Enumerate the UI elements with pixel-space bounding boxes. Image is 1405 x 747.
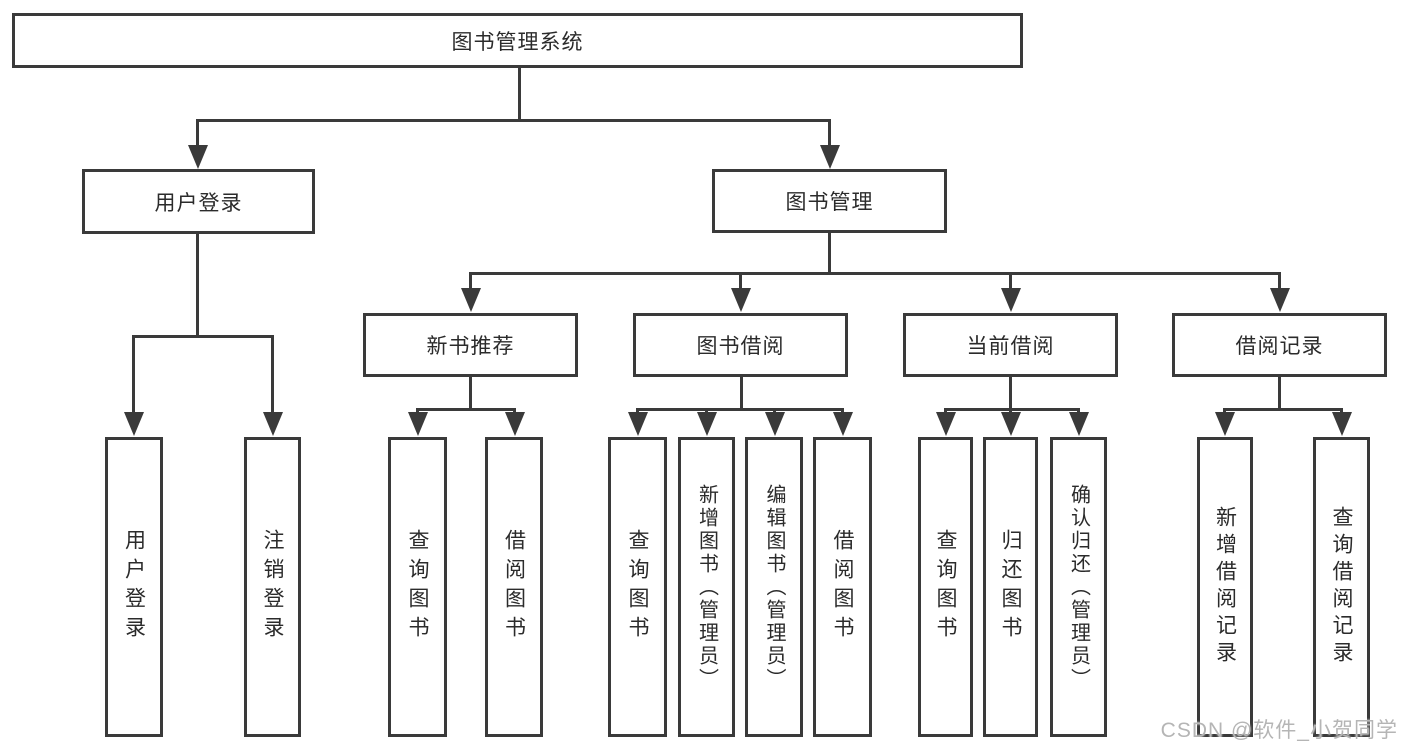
leaf-user-login: 用户登录 <box>105 437 163 737</box>
arrow-to-cb-confirm-icon <box>1069 412 1089 436</box>
connector-current-borrowing-branch <box>944 408 1080 411</box>
arrow-to-book-management-icon <box>820 145 840 169</box>
arrow-to-current-borrowing-icon <box>1001 288 1021 312</box>
connector-book-management-down <box>828 233 831 272</box>
leaf-cb-query-books: 查询图书 <box>918 437 973 737</box>
node-user-login: 用户登录 <box>82 169 315 234</box>
arrow-to-bb-add-icon <box>697 412 717 436</box>
arrow-to-bb-edit-icon <box>765 412 785 436</box>
connector-leaf-user-login-stem <box>132 335 135 412</box>
connector-book-management-stem <box>828 119 831 147</box>
connector-borrowing-records-branch <box>1223 408 1343 411</box>
csdn-watermark: CSDN @软件_小贺同学 <box>1160 719 1398 742</box>
leaf-logout: 注销登录 <box>244 437 301 737</box>
arrow-to-nb-query-icon <box>408 412 428 436</box>
connector-leaf-logout-stem <box>271 335 274 412</box>
leaf-cb-return-books: 归还图书 <box>983 437 1038 737</box>
connector-borrowing-records-stem <box>1278 272 1281 289</box>
leaf-bb-borrow-books: 借阅图书 <box>813 437 872 737</box>
leaf-cb-confirm-return-admin: 确认归还（管理员） <box>1050 437 1107 737</box>
arrow-to-nb-borrow-icon <box>505 412 525 436</box>
node-new-book-recommendation: 新书推荐 <box>363 313 578 377</box>
connector-current-borrowing-down <box>1009 377 1012 408</box>
arrow-to-br-query-icon <box>1332 412 1352 436</box>
connector-current-borrowing-stem <box>1009 272 1012 289</box>
leaf-br-query-record: 查询借阅记录 <box>1313 437 1370 737</box>
arrow-to-cb-query-icon <box>936 412 956 436</box>
arrow-to-book-borrowing-icon <box>731 288 751 312</box>
connector-level3-branch <box>469 272 1281 275</box>
connector-user-login-branch <box>133 335 274 338</box>
connector-user-login-down <box>196 234 199 335</box>
node-book-borrowing: 图书借阅 <box>633 313 848 377</box>
leaf-bb-add-books-admin: 新增图书（管理员） <box>678 437 735 737</box>
connector-root-branch <box>197 119 831 122</box>
node-book-management: 图书管理 <box>712 169 947 233</box>
connector-user-login-stem <box>196 119 199 147</box>
connector-new-book-down <box>469 377 472 408</box>
node-library-management-system: 图书管理系统 <box>12 13 1023 68</box>
node-current-borrowing: 当前借阅 <box>903 313 1118 377</box>
arrow-to-bb-borrow-icon <box>833 412 853 436</box>
connector-book-borrowing-down <box>740 377 743 408</box>
arrow-to-bb-query-icon <box>628 412 648 436</box>
leaf-nb-query-books: 查询图书 <box>388 437 447 737</box>
node-borrowing-records: 借阅记录 <box>1172 313 1387 377</box>
arrow-to-br-add-icon <box>1215 412 1235 436</box>
arrow-to-borrowing-records-icon <box>1270 288 1290 312</box>
connector-root-stem <box>518 68 521 119</box>
connector-book-borrowing-branch <box>636 408 844 411</box>
connector-book-borrowing-stem <box>739 272 742 289</box>
leaf-bb-query-books: 查询图书 <box>608 437 667 737</box>
arrow-to-user-login-icon <box>188 145 208 169</box>
leaf-br-add-record: 新增借阅记录 <box>1197 437 1253 737</box>
arrow-to-leaf-logout-icon <box>263 412 283 436</box>
leaf-bb-edit-books-admin: 编辑图书（管理员） <box>745 437 803 737</box>
connector-new-book-branch <box>416 408 516 411</box>
arrow-to-cb-return-icon <box>1001 412 1021 436</box>
arrow-to-leaf-user-login-icon <box>124 412 144 436</box>
connector-borrowing-records-down <box>1278 377 1281 408</box>
leaf-nb-borrow-books: 借阅图书 <box>485 437 543 737</box>
arrow-to-new-book-icon <box>461 288 481 312</box>
connector-new-book-stem <box>469 272 472 289</box>
